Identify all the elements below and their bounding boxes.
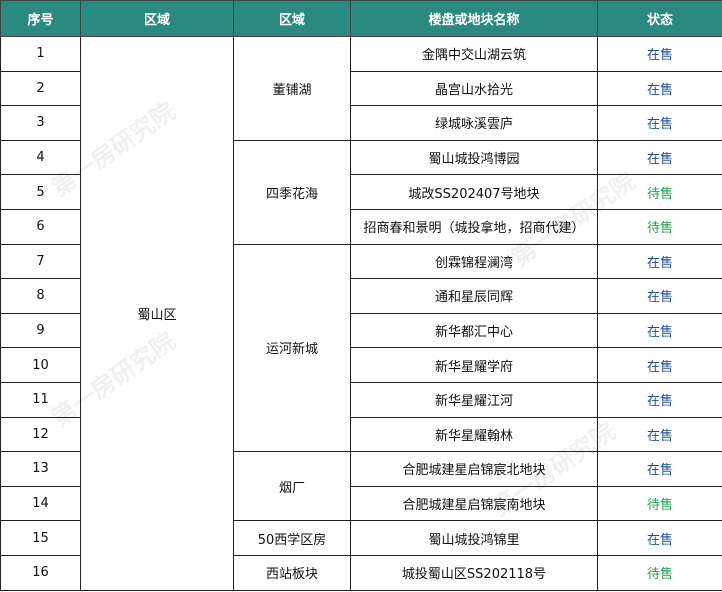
area-cell: 董铺湖 — [233, 36, 351, 141]
area-cell: 运河新城 — [233, 243, 351, 453]
status-badge: 在售 — [597, 347, 722, 383]
property-name: 合肥城建星启锦宸北地块 — [350, 451, 598, 487]
table-row: 2 晶宫山水拾光在售 — [0, 70, 722, 107]
status-badge: 待售 — [597, 208, 722, 245]
row-number: 10 — [0, 347, 81, 383]
header-no: 序号 — [0, 0, 81, 37]
row-number: 7 — [0, 243, 81, 280]
status-badge: 在售 — [597, 70, 722, 107]
header-district: 区域 — [80, 0, 234, 37]
property-name: 金隅中交山湖云筑 — [350, 36, 598, 72]
table-row: 5 城改SS202407号地块待售 — [0, 174, 722, 210]
row-number: 13 — [0, 451, 81, 487]
status-badge: 在售 — [597, 139, 722, 176]
table-row: 11 新华星耀江河在售 — [0, 381, 722, 418]
row-number: 1 — [0, 36, 81, 72]
property-name: 新华星耀学府 — [350, 347, 598, 383]
status-badge: 在售 — [597, 36, 722, 72]
table-row: 9 新华都汇中心在售 — [0, 312, 722, 349]
row-number: 16 — [0, 554, 81, 591]
status-badge: 在售 — [597, 520, 722, 556]
property-name: 招商春和景明（城投拿地，招商代建） — [350, 208, 598, 245]
status-badge: 在售 — [597, 381, 722, 418]
row-number: 8 — [0, 278, 81, 314]
property-name: 城改SS202407号地块 — [350, 174, 598, 210]
property-name: 通和星辰同辉 — [350, 278, 598, 314]
area-cell: 四季花海 — [233, 139, 351, 245]
area-cell: 烟厂 — [233, 451, 351, 522]
table-row: 15 50西学区房蜀山城投鸿锦里在售 — [0, 520, 722, 556]
row-number: 4 — [0, 139, 81, 176]
table-row: 10 新华星耀学府在售 — [0, 347, 722, 383]
property-name: 蜀山城投鸿博园 — [350, 139, 598, 176]
header-status: 状态 — [597, 0, 722, 37]
property-name: 新华都汇中心 — [350, 312, 598, 349]
property-name: 城投蜀山区SS202118号 — [350, 554, 598, 591]
status-badge: 待售 — [597, 554, 722, 591]
row-number: 15 — [0, 520, 81, 556]
row-number: 11 — [0, 381, 81, 418]
header-area: 区域 — [233, 0, 351, 37]
status-badge: 在售 — [597, 278, 722, 314]
row-number: 14 — [0, 485, 81, 522]
property-name: 绿城咏溪雲庐 — [350, 105, 598, 141]
district-cell: 蜀山区 — [80, 36, 234, 591]
area-cell: 西站板块 — [233, 554, 351, 591]
status-badge: 在售 — [597, 416, 722, 453]
status-badge: 在售 — [597, 312, 722, 349]
row-number: 3 — [0, 105, 81, 141]
area-cell: 50西学区房 — [233, 520, 351, 556]
row-number: 2 — [0, 70, 81, 107]
status-badge: 待售 — [597, 485, 722, 522]
header-name: 楼盘或地块名称 — [350, 0, 598, 37]
table-row: 13 烟厂合肥城建星启锦宸北地块在售 — [0, 451, 722, 522]
table-row: 12 新华星耀翰林在售 — [0, 416, 722, 453]
row-number: 6 — [0, 208, 81, 245]
row-number: 5 — [0, 174, 81, 210]
property-name: 创霖锦程澜湾 — [350, 243, 598, 280]
status-badge: 在售 — [597, 451, 722, 487]
property-name: 合肥城建星启锦宸南地块 — [350, 485, 598, 522]
row-number: 12 — [0, 416, 81, 453]
property-name: 新华星耀翰林 — [350, 416, 598, 453]
row-number: 9 — [0, 312, 81, 349]
table-row: 16 西站板块城投蜀山区SS202118号待售 — [0, 554, 722, 591]
property-name: 新华星耀江河 — [350, 381, 598, 418]
property-name: 蜀山城投鸿锦里 — [350, 520, 598, 556]
property-name: 晶宫山水拾光 — [350, 70, 598, 107]
status-badge: 在售 — [597, 105, 722, 141]
table-row: 3 绿城咏溪雲庐在售 — [0, 105, 722, 141]
status-badge: 待售 — [597, 174, 722, 210]
header-row: 序号 区域 区域 楼盘或地块名称 状态 — [0, 0, 722, 37]
status-badge: 在售 — [597, 243, 722, 280]
table-row: 14 合肥城建星启锦宸南地块待售 — [0, 485, 722, 522]
